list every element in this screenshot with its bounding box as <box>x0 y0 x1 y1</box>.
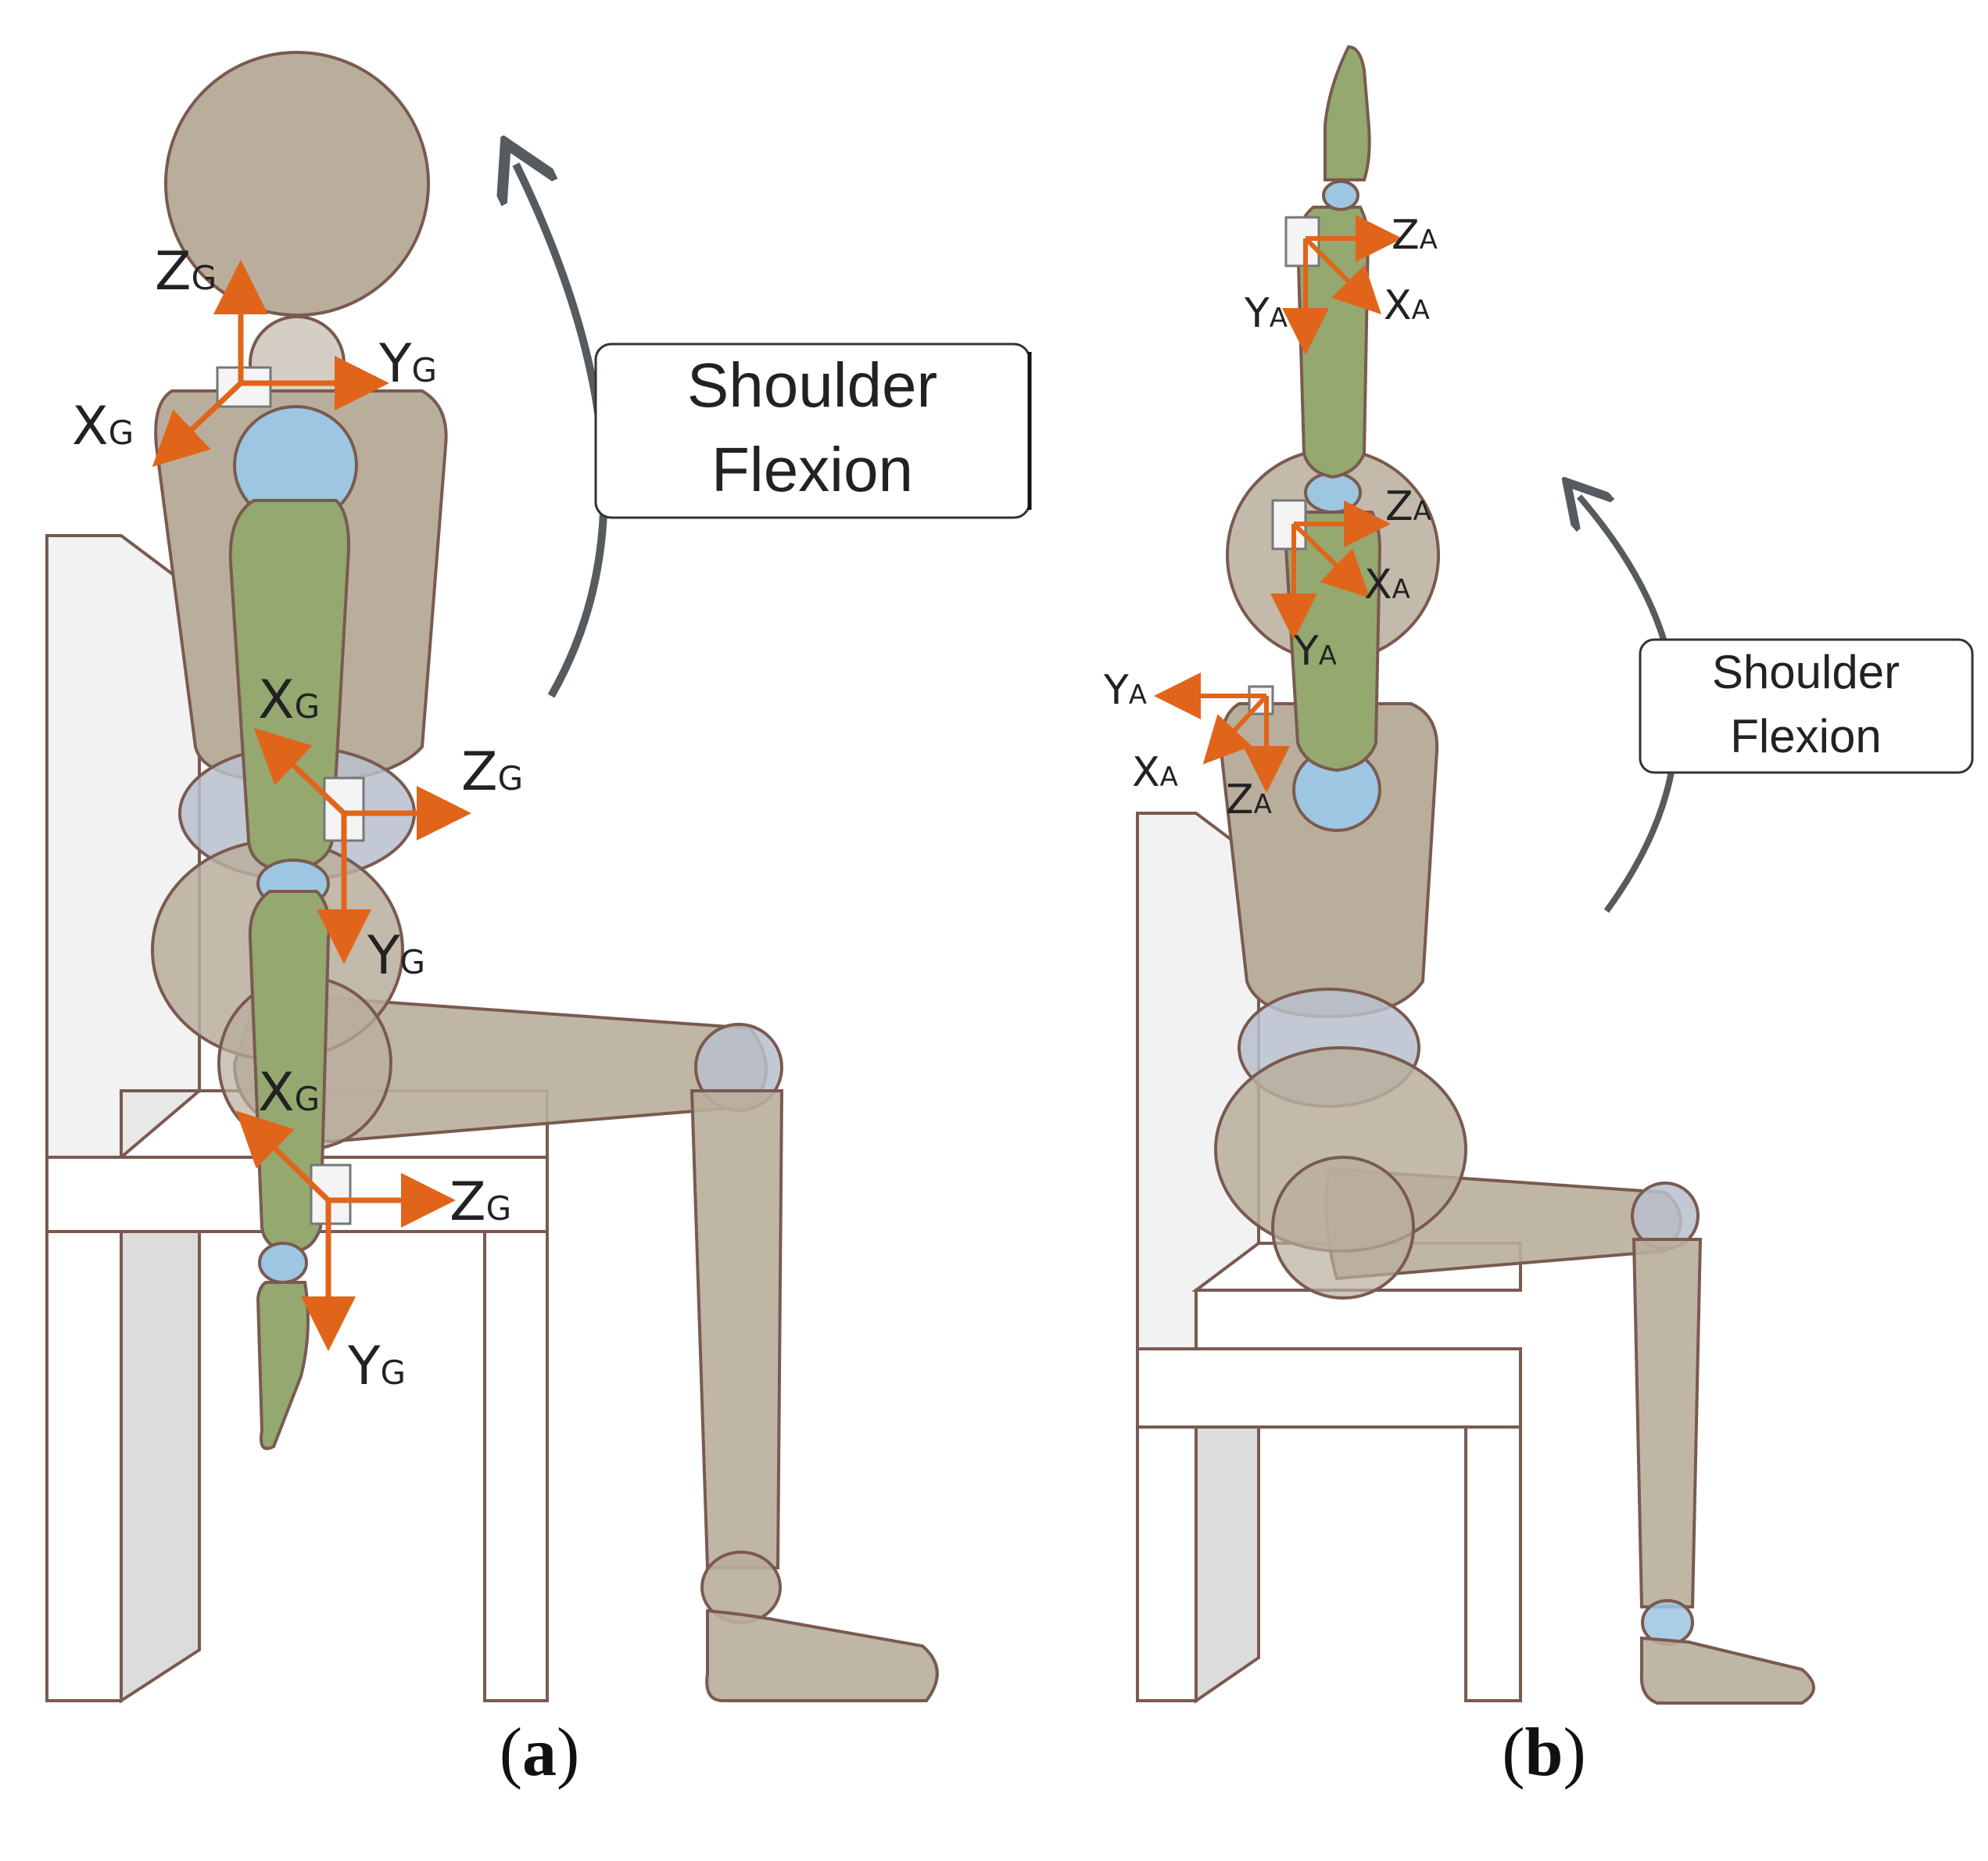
axis-label-y-shoulder-b: YA <box>1103 667 1147 714</box>
axis-label-y-neck-a: YG <box>378 333 437 395</box>
flexion-label-b-line1: Shoulder <box>1712 646 1900 698</box>
axis-label-x-forearm-a: XG <box>258 1062 320 1124</box>
axes-a <box>152 260 471 1351</box>
arm-b <box>1284 45 1382 832</box>
flexion-label-b-line2: Flexion <box>1730 710 1881 762</box>
axis-label-y-hand-b: YA <box>1244 290 1288 337</box>
panel-b: ZA XA YA ZA XA YA YA XA ZA Shoulder Flex… <box>1103 45 1974 1791</box>
axis-labels-a: ZG YG XG XG ZG YG XG ZG YG <box>72 241 523 1397</box>
axis-label-x-hand-b: XA <box>1384 282 1430 329</box>
axis-label-x-neck-a: XG <box>72 396 134 457</box>
axis-label-z-upper-a: ZG <box>461 741 523 803</box>
axis-label-x-upper-a: XG <box>258 669 320 731</box>
sensor-hand-b <box>1284 216 1320 267</box>
flexion-label-a-line1: Shoulder <box>687 350 937 420</box>
axis-label-z-forearm-a: ZG <box>450 1171 511 1233</box>
flexion-label-b: Shoulder Flexion <box>1639 638 1974 774</box>
axis-label-y-elbow-b: YA <box>1293 628 1337 675</box>
axis-labels-b: ZA XA YA ZA XA YA YA XA ZA <box>1103 212 1438 823</box>
axis-label-y-upper-a: YG <box>367 925 425 987</box>
axis-label-y-forearm-a: YG <box>347 1336 406 1397</box>
chair-a <box>45 534 549 1704</box>
axis-label-x-elbow-b: XA <box>1364 561 1410 608</box>
panel-a: ZG YG XG XG ZG YG XG ZG YG Shoulder Flex… <box>45 51 1032 1791</box>
caption-b: (b) <box>1502 1715 1586 1791</box>
axis-label-z-neck-a: ZG <box>155 241 217 303</box>
flexion-label-a: Shoulder Flexion <box>594 342 1032 519</box>
axis-label-z-elbow-b: ZA <box>1385 483 1431 530</box>
flexion-label-a-line2: Flexion <box>711 435 913 504</box>
axis-label-z-hand-b: ZA <box>1392 212 1438 259</box>
axis-label-x-shoulder-b: XA <box>1132 749 1178 796</box>
axes-b <box>1154 215 1402 793</box>
rotation-arrow-a <box>516 164 608 698</box>
axis-label-z-shoulder-b: ZA <box>1226 776 1272 823</box>
caption-a: (a) <box>500 1715 580 1791</box>
